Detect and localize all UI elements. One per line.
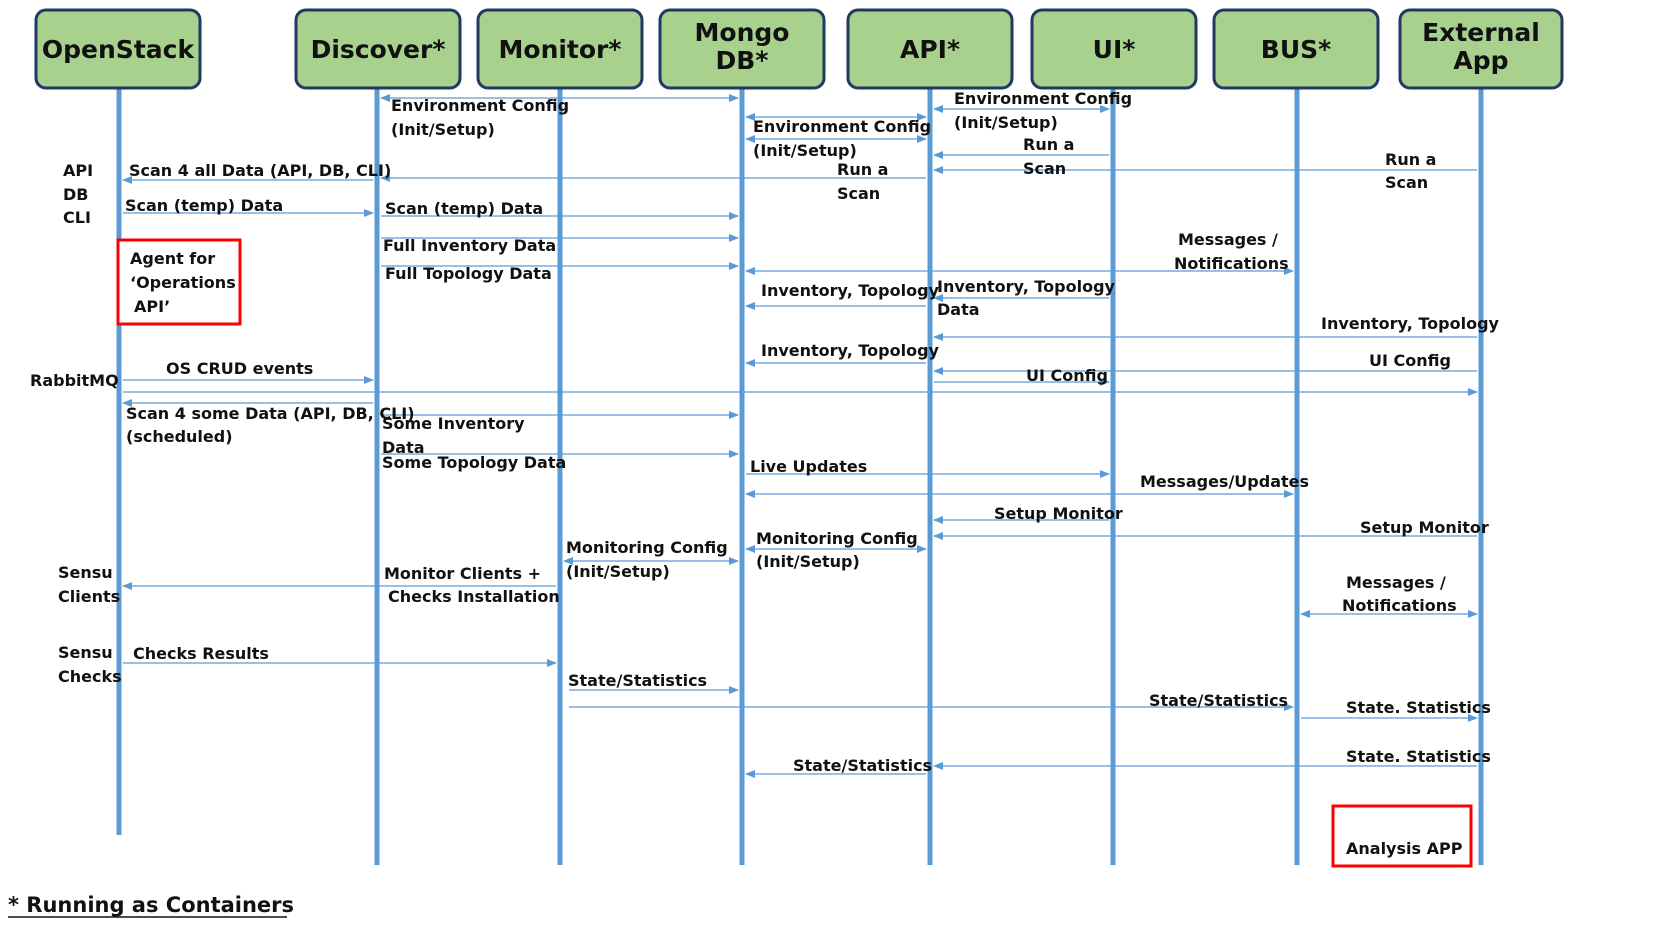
message-label-ext-api-ui-config: UI Config [1369,351,1451,370]
header-box-mongodb [658,8,826,90]
header-label-bus: BUS* [1261,35,1331,64]
header-box-discover [294,8,462,90]
message-label-os-discover-crud: OS CRUD events [166,359,313,378]
header-label-monitor: Monitor* [499,35,622,64]
message-label-monitor-os-clients: Checks Installation [388,587,560,606]
agent-note-text: API’ [134,297,170,316]
message-label-monitor-mongo-monitoring-config: Monitoring Config [566,538,728,557]
agent-note-box [116,238,242,326]
header-openstack: OpenStack [34,8,202,90]
message-label-ui-api-env-config: Environment Config [954,89,1132,108]
message-label-api-mongo-monitoring-config: (Init/Setup) [756,552,860,571]
message-label-api-mongo-inventory-topology-1: Inventory, Topology [761,281,940,300]
message-label-api-mongo-monitoring-config: Monitoring Config [756,529,918,548]
message-label-monitor-mongo-monitoring-config: (Init/Setup) [566,562,670,581]
message-label-ui-api-inventory-topology-data: Inventory, Topology [937,277,1116,296]
message-label-discover-mongo-full-inventory: Full Inventory Data [383,236,556,255]
message-label-ui-api-setup-monitor: Setup Monitor [994,504,1123,523]
message-label-bus-ext-state: State. Statistics [1346,698,1491,717]
message-label-os-monitor-checks: Checks Results [133,644,269,663]
message-label-monitor-mongo-state: State/Statistics [568,671,707,690]
header-bus: BUS* [1212,8,1380,90]
header-box-api [846,8,1014,90]
message-label-api-mongo-env-config: (Init/Setup) [753,141,857,160]
analysis-note-text: Analysis APP [1346,839,1463,858]
header-api: API* [846,8,1014,90]
message-label-ext-api-inventory-topology: Inventory, Topology [1321,314,1500,333]
header-label-mongodb: Mongo [695,18,790,47]
agent-note-text: ‘Operations [130,273,236,292]
message-label-bus-ext-messages: Messages / [1346,573,1446,592]
header-label-external: App [1453,46,1508,75]
message-label-api-mongo-state: State/Statistics [793,756,932,775]
side-label-api-db-cli: DB [63,185,88,204]
message-label-api-discover-run-scan: Run a [837,160,888,179]
message-label-api-mongo-inventory-topology-2: Inventory, Topology [761,341,940,360]
message-label-ext-api-run-scan: Run a [1385,150,1436,169]
side-label-sensu-checks: Sensu [58,643,113,662]
lifelines-layer [116,88,1484,865]
message-label-monitor-os-clients: Monitor Clients + [384,564,541,583]
header-box-bus [1212,8,1380,90]
message-label-os-discover-scan-temp: Scan (temp) Data [125,196,283,215]
header-box-openstack [34,8,202,90]
header-label-api: API* [900,35,960,64]
side-label-api-db-cli: CLI [63,208,91,227]
message-label-ext-api-setup-monitor: Setup Monitor [1360,518,1489,537]
message-label-ui-api-run-scan: Scan [1023,159,1066,178]
message-label-discover-mongo-scan-temp: Scan (temp) Data [385,199,543,218]
labels-layer: Environment Config (Init/Setup) Environmen… [30,89,1500,775]
agent-note-text: Agent for [130,249,215,268]
analysis-note: Analysis APP [1331,804,1473,868]
header-ui: UI* [1030,8,1198,90]
message-label-discover-mongo-some-topology: Some Topology Data [382,453,566,472]
header-label-openstack: OpenStack [42,35,196,64]
message-label-mongo-bus-messages: Messages / [1178,230,1278,249]
side-label-sensu-clients: Clients [58,587,120,606]
message-label-discover-os-scan-some: Scan 4 some Data (API, DB, CLI) [126,404,415,423]
header-box-ui [1030,8,1198,90]
header-label-external: External [1422,18,1540,47]
side-label-rabbitmq: RabbitMQ [30,371,119,390]
header-monitor: Monitor* [476,8,644,90]
side-label-api-db-cli: API [63,161,93,180]
message-label-discover-env-config: Environment Config [391,96,569,115]
message-label-ext-api-run-scan: Scan [1385,173,1428,192]
messages-layer [122,94,1478,778]
message-label-discover-os-scan-some: (scheduled) [126,427,233,446]
message-label-api-ui-ui-config: UI Config [1026,366,1108,385]
side-label-sensu-clients: Sensu [58,563,113,582]
message-label-ui-api-env-config: (Init/Setup) [954,113,1058,132]
analysis-note-box [1331,804,1473,868]
side-label-sensu-checks: Checks [58,667,122,686]
message-label-ui-api-run-scan: Run a [1023,135,1074,154]
message-label-ui-api-inventory-topology-data: Data [937,300,980,319]
footnote: * Running as Containers [8,893,294,917]
message-label-mongo-ui-live-updates: Live Updates [750,457,867,476]
message-label-bus-ext-messages: Notifications [1342,596,1457,615]
message-label-monitor-bus-state: State/Statistics [1149,691,1288,710]
message-label-mongo-bus-updates: Messages/Updates [1140,472,1309,491]
header-label-discover: Discover* [311,35,446,64]
header-box-external [1398,8,1564,90]
message-label-api-discover-run-scan: Scan [837,184,880,203]
header-box-monitor [476,8,644,90]
message-label-api-mongo-env-config: Environment Config [753,117,931,136]
message-label-discover-mongo-full-topology: Full Topology Data [385,264,552,283]
message-label-discover-mongo-some-inventory: Data [382,438,425,457]
message-label-ext-mongo-state: State. Statistics [1346,747,1491,766]
header-label-ui: UI* [1093,35,1136,64]
header-discover: Discover* [294,8,462,90]
message-label-discover-os-scan-all: Scan 4 all Data (API, DB, CLI) [129,161,391,180]
header-label-mongodb: DB* [716,46,769,75]
message-label-mongo-bus-messages: Notifications [1174,254,1289,273]
message-label-discover-env-config: (Init/Setup) [391,120,495,139]
message-label-discover-mongo-some-inventory: Some Inventory [382,414,525,433]
